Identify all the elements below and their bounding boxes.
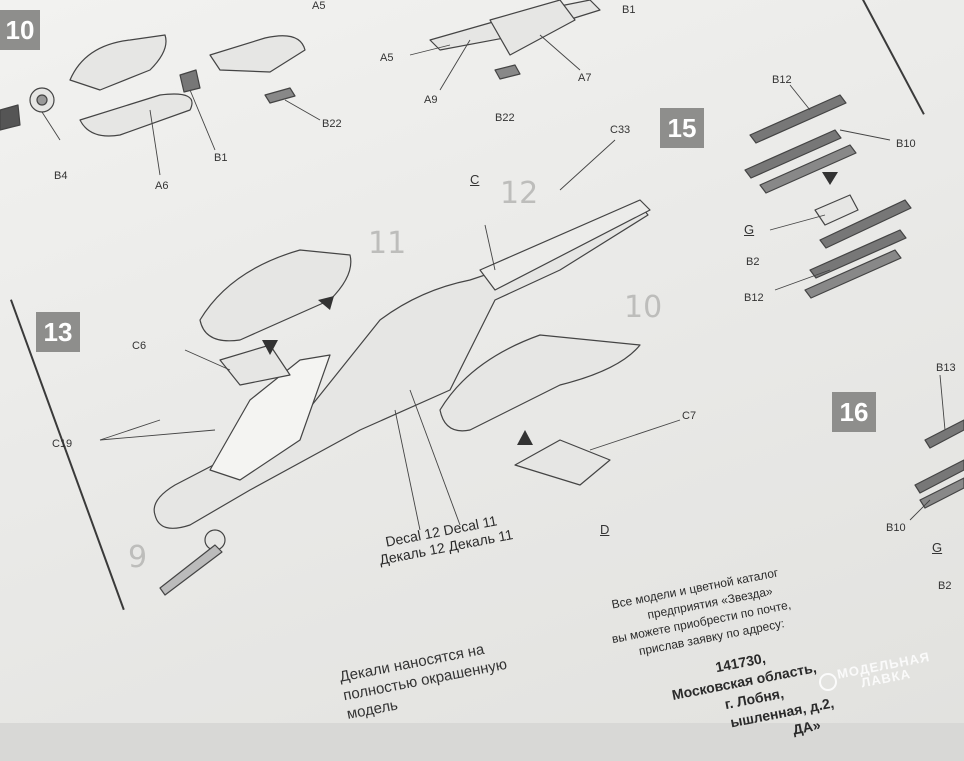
part-label: B10 <box>896 138 916 150</box>
paint-code: C <box>470 172 480 187</box>
part-label: B12 <box>772 74 792 86</box>
step-number-16: 16 <box>832 392 876 432</box>
rocket-pod-16 <box>914 419 964 509</box>
part-label: B22 <box>322 118 342 130</box>
fuselage-tailboom <box>479 199 651 291</box>
part-label: A5 <box>380 52 394 64</box>
part-label: B4 <box>54 170 68 182</box>
part-label: B2 <box>746 256 760 268</box>
step-number-15: 15 <box>660 108 704 148</box>
part-label: A6 <box>155 180 169 192</box>
step-number-10: 10 <box>0 10 40 50</box>
wing-c6 <box>219 344 291 386</box>
callout-10: 10 <box>624 290 663 325</box>
part-a7-panel <box>489 0 576 56</box>
part-label: C33 <box>610 124 631 136</box>
part-label: A9 <box>424 94 438 106</box>
part-b1-block <box>179 69 201 93</box>
part-b22-top <box>494 64 521 80</box>
engine-pod-left <box>199 249 352 342</box>
pylon-b2 <box>814 194 859 226</box>
rocket-pod-15b <box>804 199 912 299</box>
part-label: B1 <box>622 4 636 16</box>
callout-9: 9 <box>128 540 148 575</box>
watermark-logo-icon <box>819 673 837 691</box>
part-label: C19 <box>52 438 73 450</box>
callout-11: 11 <box>368 226 407 261</box>
part-label: B22 <box>495 112 515 124</box>
part-a6-lower <box>79 93 193 137</box>
part-b22-small <box>264 87 296 104</box>
wing-c7 <box>514 439 611 486</box>
canopy <box>209 354 331 481</box>
part-label: B13 <box>936 362 956 374</box>
assembly-drawing <box>0 0 964 596</box>
paint-code: D <box>600 522 610 537</box>
cannon <box>159 544 223 596</box>
part-label: B12 <box>744 292 764 304</box>
part-label: A7 <box>578 72 592 84</box>
part-label: B2 <box>938 580 952 592</box>
step-number-13: 13 <box>36 312 80 352</box>
part-a6-shell <box>69 34 167 91</box>
part-label: A5 <box>312 0 326 12</box>
part-label: C6 <box>132 340 147 352</box>
part-label: B10 <box>886 522 906 534</box>
paint-code: G <box>744 222 755 237</box>
rocket-pod-15a <box>744 94 857 194</box>
part-a5-cover <box>209 35 306 73</box>
paint-code: G <box>932 540 943 555</box>
address-block: 141730, Московская область, г. Лобня, ыш… <box>671 638 839 754</box>
callout-12: 12 <box>500 176 539 211</box>
part-label: B1 <box>214 152 228 164</box>
engine-pod-right <box>439 334 641 432</box>
part-label: C7 <box>682 410 697 422</box>
instruction-sheet: 10 13 15 16 <box>0 0 964 738</box>
